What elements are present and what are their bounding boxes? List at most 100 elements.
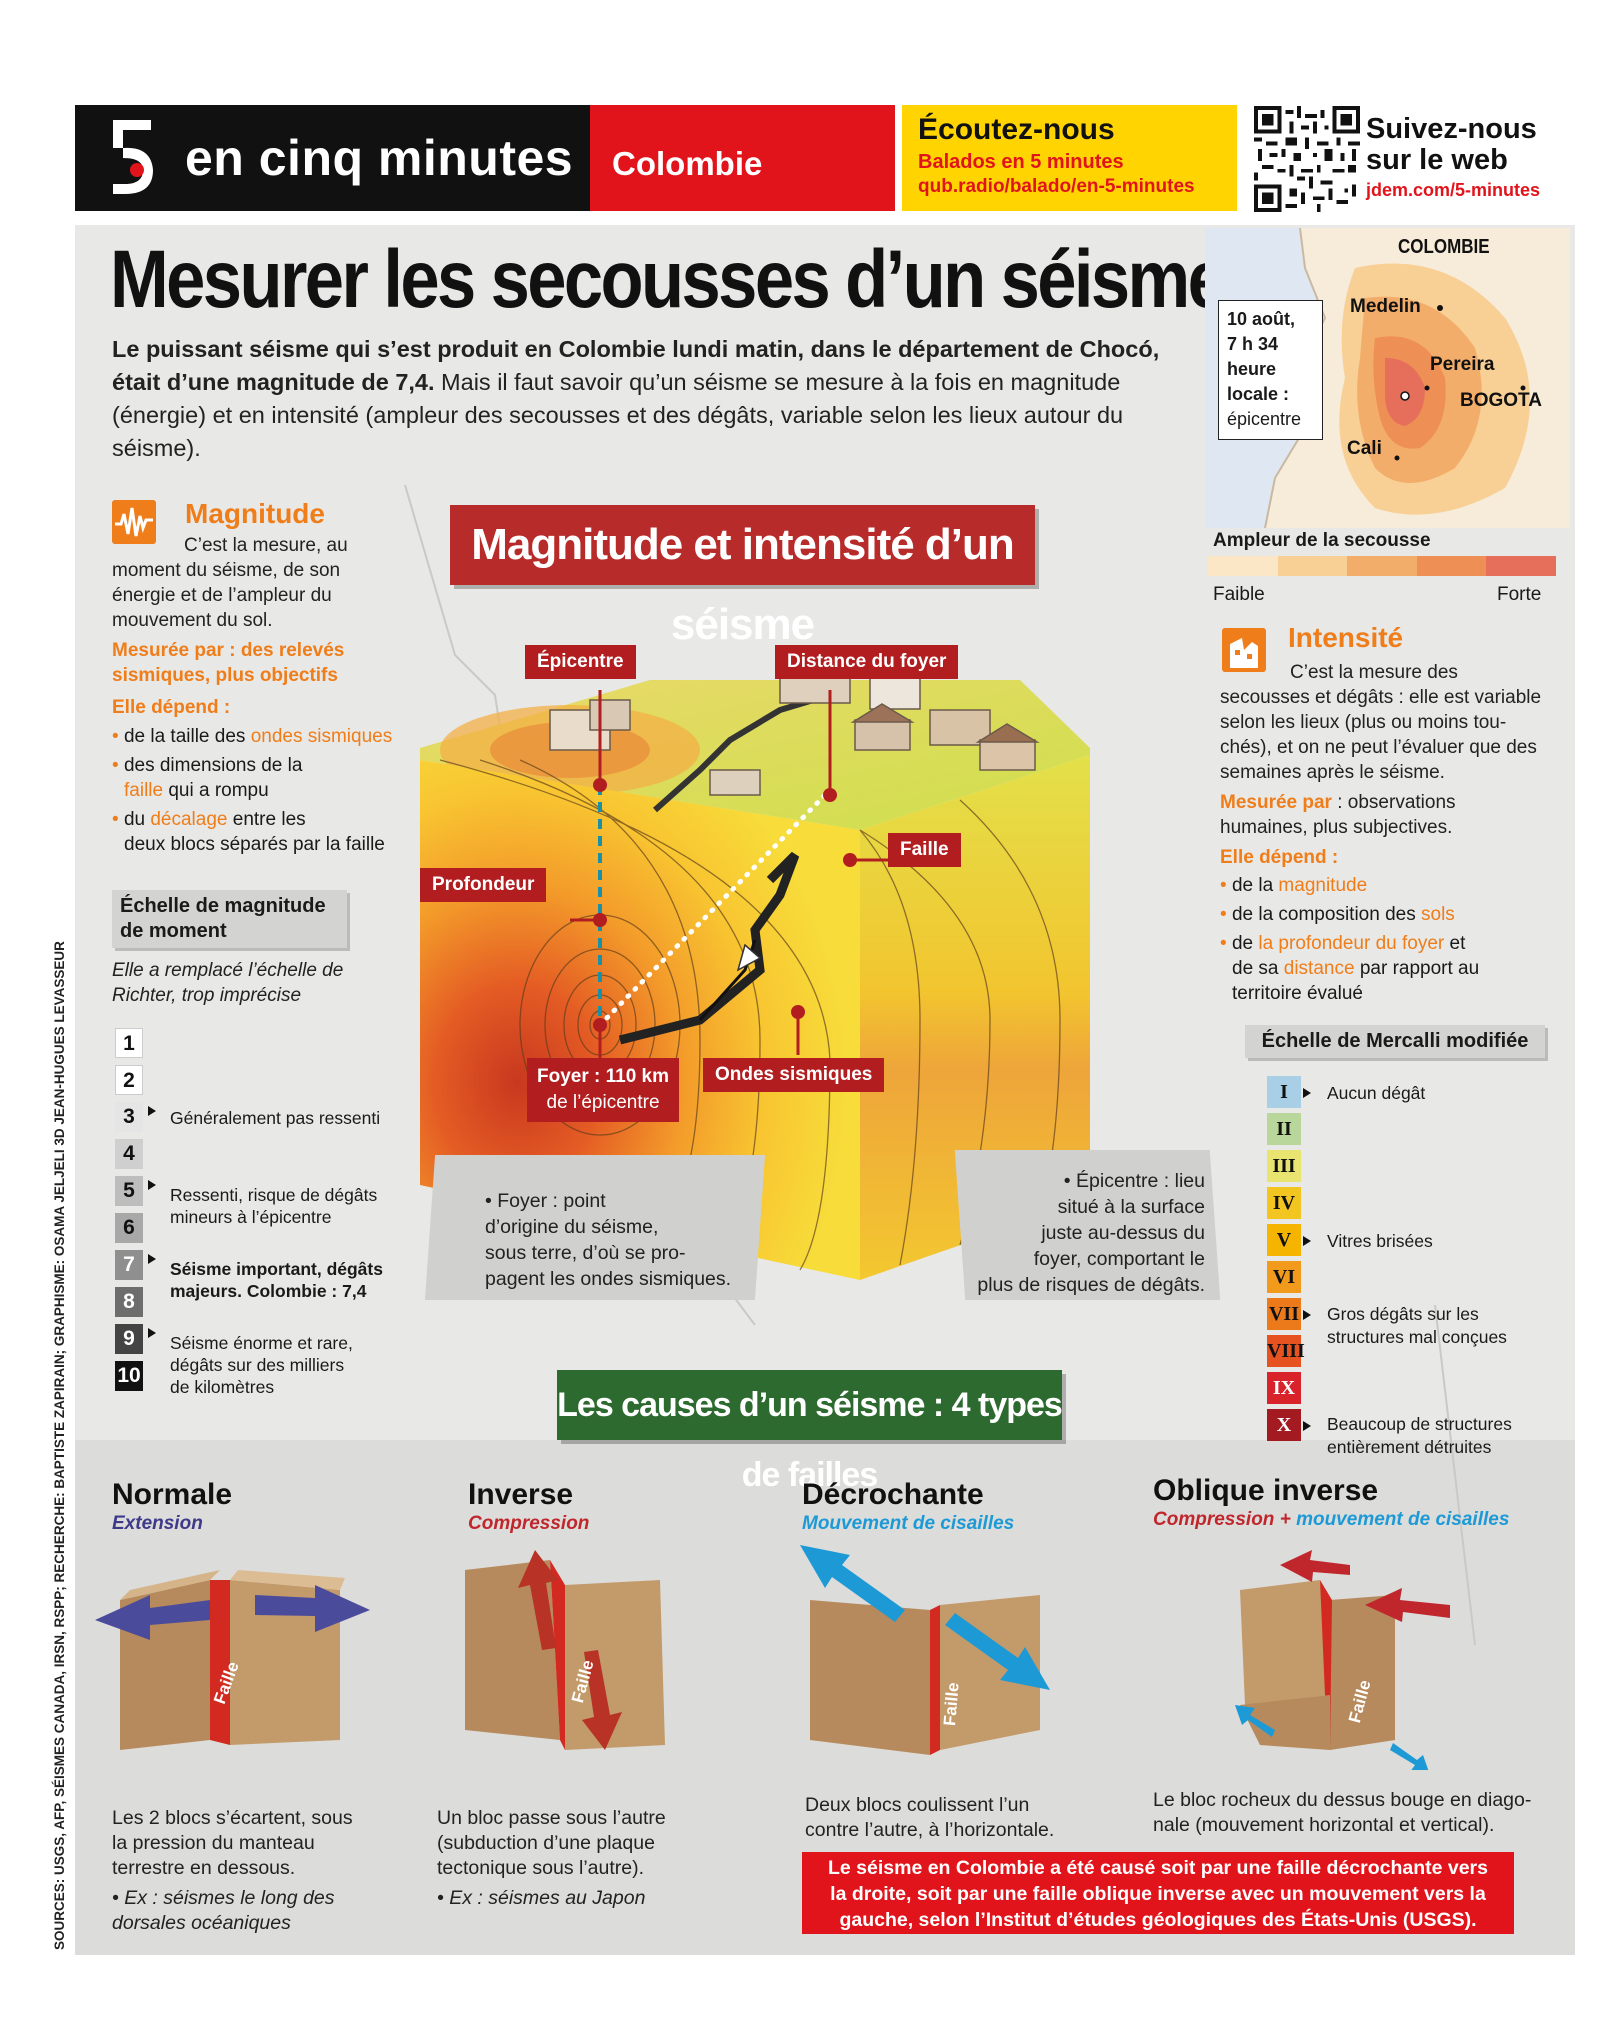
shake-scale-step — [1208, 556, 1278, 576]
intensite-factor-1: • de la magnitude — [1220, 875, 1368, 896]
mercalli-level-VII: VII — [1267, 1298, 1301, 1330]
mercalli-level-5-note: Vitres brisées — [1327, 1231, 1433, 1251]
map-city-bogota: BOGOTA — [1460, 390, 1542, 411]
fault-decrochante-subtitle: Mouvement de cisailles — [802, 1513, 1015, 1534]
colombia-conclusion: Le séisme en Colombie a été causé soit p… — [802, 1852, 1514, 1934]
callout-profondeur[interactable]: Profondeur — [420, 868, 547, 902]
shake-scale-step — [1277, 556, 1348, 576]
intensite-title: Intensité — [1288, 622, 1404, 653]
fault-inverse-description: Un bloc passe sous l’autre(subduction d’… — [437, 1807, 666, 1909]
map-city-pereira: Pereira — [1430, 354, 1495, 375]
magnitude-depends: Elle dépend : — [112, 697, 231, 718]
listen-title: Écoutez-nous — [918, 113, 1115, 146]
mercalli-level-IX: IX — [1267, 1372, 1301, 1404]
qr-code-icon[interactable] — [1253, 106, 1361, 212]
moment-scale-pointers — [148, 1106, 156, 1338]
moment-scale-title-line: Échelle de magnitude — [120, 895, 326, 917]
shake-scale-step — [1486, 556, 1556, 576]
mercalli-level-1-note: Aucun dégât — [1327, 1083, 1426, 1103]
map-city-medelin: Medelin — [1350, 296, 1421, 317]
fault-inverse-block[interactable] — [450, 1540, 710, 1770]
map-box-heure: heure — [1227, 359, 1277, 379]
callout-foyer-line: de l’épicentre — [546, 1092, 660, 1113]
brand-title: en cinq minutes — [185, 130, 574, 186]
follow-promo[interactable]: Suivez-nous sur le web jdem.com/5-minute… — [1366, 114, 1540, 201]
callout-distance[interactable]: Distance du foyer — [775, 645, 959, 679]
fault-decrochante-block[interactable] — [790, 1540, 1070, 1770]
map-city-cali: Cali — [1347, 438, 1382, 459]
callout-ondes[interactable]: Ondes sismiques — [703, 1058, 885, 1092]
fault-oblique-subtitle: Compression + mouvement de cisailles — [1153, 1509, 1510, 1530]
mercalli-level-V: V — [1267, 1224, 1301, 1256]
mercalli-scale-pointers — [1303, 1088, 1311, 1431]
magnitude-measured-line: sismiques, plus objectifs — [112, 665, 338, 686]
intensite-factors: • de la magnitude • de la composition de… — [1220, 873, 1560, 1006]
intro-paragraph: Le puissant séisme qui s’est produit en … — [112, 333, 1187, 465]
callout-epicentre[interactable]: Épicentre — [525, 645, 636, 679]
mercalli-level-IV: IV — [1267, 1187, 1301, 1219]
moment-scale-title-line: de moment — [120, 920, 227, 942]
magnitude-level-5: 5 — [115, 1176, 143, 1206]
intensite-factor-2: • de la composition des sols — [1220, 904, 1455, 925]
epicentre-note: • Épicentre : lieu situé à la surface ju… — [977, 1170, 1205, 1296]
moment-scale-note-line: Richter, trop imprécise — [112, 985, 302, 1006]
magnitude-measured-by: Mesurée par : des relevés sismiques, plu… — [112, 638, 344, 688]
map-box-locale: locale : — [1227, 384, 1290, 404]
mercalli-level-II: II — [1267, 1113, 1301, 1145]
magnitude-measured-line: Mesurée par : des relevés — [112, 640, 345, 661]
brand-logo-icon — [103, 118, 163, 198]
magnitude-level-7: 7 — [115, 1250, 143, 1280]
magnitude-level-1: 1 — [115, 1028, 143, 1058]
map-box-time: 7 h 34 — [1227, 334, 1279, 354]
callout-foyer[interactable]: Foyer : 110 km de l’épicentre — [527, 1058, 680, 1122]
listen-url[interactable]: qub.radio/balado/en-5-minutes — [918, 176, 1195, 197]
page-title: Mesurer les secousses d’un séisme — [110, 234, 1227, 325]
damaged-building-icon — [1222, 628, 1266, 672]
fault-normale-subtitle: Extension — [112, 1513, 203, 1534]
fault-normale-title: Normale — [112, 1478, 233, 1511]
fault-decrochante-title: Décrochante — [802, 1478, 984, 1511]
intro-rest: Mais il faut savoir qu’un séisme se mesu… — [112, 369, 1124, 461]
intro-bold: Le puissant séisme qui s’est produit en … — [112, 336, 1160, 395]
magnitude-level-10: 10 — [115, 1361, 143, 1391]
fault-inverse-subtitle: Compression — [468, 1513, 590, 1534]
magnitude-desc-line: mouvement du sol. — [112, 610, 273, 631]
fault-oblique-title: Oblique inverse — [1153, 1474, 1379, 1507]
callout-faille[interactable]: Faille — [888, 833, 961, 867]
moment-scale-note: Elle a remplacé l’échelle de Richter, tr… — [112, 958, 343, 1008]
shake-scale-title: Ampleur de la secousse — [1213, 530, 1431, 551]
section-tag[interactable]: Colombie — [590, 105, 895, 211]
moment-scale-note-line: Elle a remplacé l’échelle de — [112, 960, 344, 981]
intensite-measured-by: Mesurée par : observations humaines, plu… — [1220, 792, 1456, 838]
magnitude-level-3-note: Généralement pas ressenti — [170, 1108, 381, 1128]
map-epicentre-box: 10 août, 7 h 34 heure locale : épicentre — [1218, 300, 1323, 440]
fault-decrochante-label: Faille — [940, 1681, 963, 1727]
fault-oblique-block[interactable] — [1180, 1540, 1470, 1770]
map-box-date: 10 août, — [1227, 309, 1296, 329]
brand-banner[interactable]: en cinq minutes — [75, 105, 590, 211]
fault-normale-block[interactable] — [80, 1540, 380, 1770]
magnitude-level-9: 9 — [115, 1324, 143, 1354]
shake-scale-step — [1347, 556, 1417, 576]
magnitude-level-3: 3 — [115, 1102, 143, 1132]
callout-foyer-line: Foyer : 110 km — [537, 1066, 670, 1087]
sources-credit: SOURCES: USGS, AFP, SÉISMES CANADA, IRSN… — [52, 941, 67, 1950]
follow-url[interactable]: jdem.com/5-minutes — [1366, 180, 1541, 200]
magnitude-level-2: 2 — [115, 1065, 143, 1095]
magnitude-factors: • de la taille des ondes sismiques • des… — [112, 724, 422, 857]
podcast-promo[interactable]: Écoutez-nous Balados en 5 minutes qub.ra… — [902, 105, 1237, 211]
mercalli-level-VI: VI — [1267, 1261, 1301, 1293]
shake-scale-step — [1416, 556, 1487, 576]
intensite-description: C’est la mesure des secousses et dégâts … — [1220, 662, 1542, 783]
magnitude-desc-line: énergie et de l’ampleur du — [112, 585, 332, 606]
mercalli-level-VIII: VIII — [1267, 1335, 1305, 1367]
foyer-note: • Foyer : point d’origine du séisme, sou… — [485, 1190, 732, 1290]
fault-oblique-description: Le bloc rocheux du dessus bouge en diago… — [1153, 1789, 1532, 1836]
